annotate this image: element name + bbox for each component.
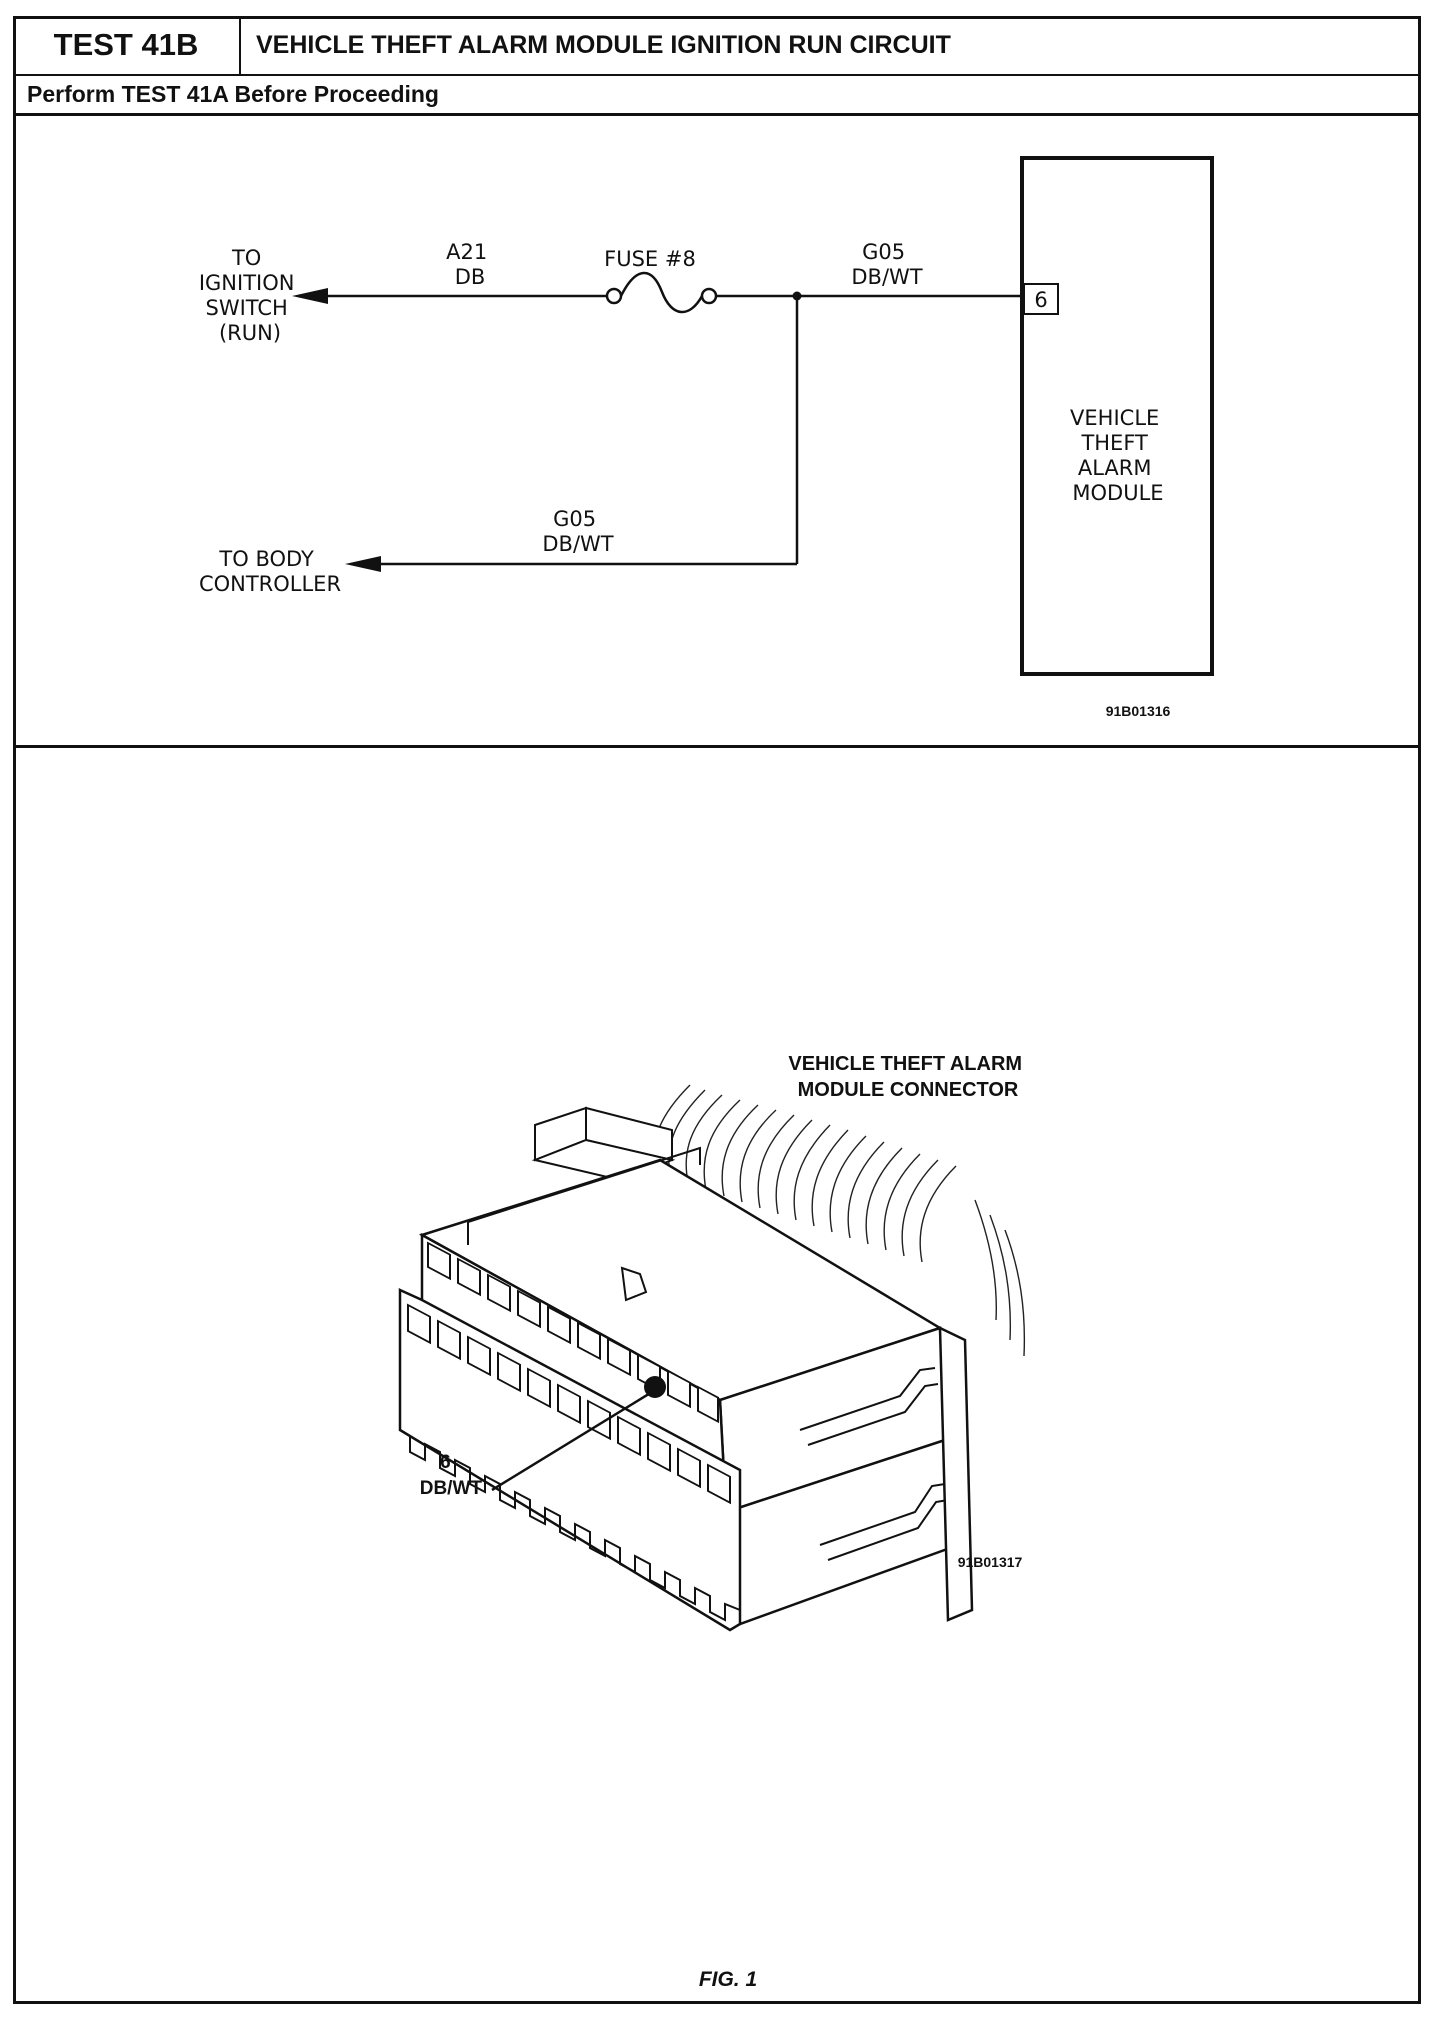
module-pin-box [1023,283,1059,315]
theft-alarm-module-box [1020,156,1214,676]
section-divider [13,745,1421,748]
test-id: TEST 41B [13,16,241,74]
connector-bottom-serrations [399,1429,741,1622]
wire-a21-label: A21 DB [446,240,494,289]
header-row: TEST 41B VEHICLE THEFT ALARM MODULE IGNI… [13,16,1421,76]
arrow-to-ignition-icon [292,288,328,304]
wire-g05-top-label: G05 DB/WT [851,240,922,289]
arrow-to-body-controller-icon [345,556,381,572]
connector-title: VEHICLE THEFT ALARM MODULE CONNECTOR [788,1053,1027,1101]
pin-6-label: 6 DB/WT [420,1452,483,1499]
body-controller-label: TO BODY CONTROLLER [199,547,341,596]
schematic-figure-code: 91B01316 [1106,703,1171,719]
upper-pin-cavities [427,1241,719,1424]
test-title: VEHICLE THEFT ALARM MODULE IGNITION RUN … [256,30,951,59]
fuse-label: FUSE #8 [604,247,696,271]
prerequisite-note: Perform TEST 41A Before Proceeding [13,76,1421,116]
connector-figure-code: 91B01317 [958,1554,1023,1570]
ignition-switch-label: TO IGNITION SWITCH (RUN) [199,246,301,345]
wire-g05-bottom-label: G05 DB/WT [542,507,613,556]
module-label: VEHICLE THEFT ALARM MODULE [1070,406,1166,505]
connector-key [620,1266,648,1302]
page-frame [13,16,1421,2004]
wiring-schematic: TO IGNITION SWITCH (RUN) A21 DB FUSE #8 … [199,156,1214,719]
module-pin-number: 6 [1034,288,1047,312]
pin-6-leader-line [491,1390,653,1492]
figure-caption: FIG. 1 [698,1968,758,1991]
wire-bundle-icon [653,1084,1026,1357]
